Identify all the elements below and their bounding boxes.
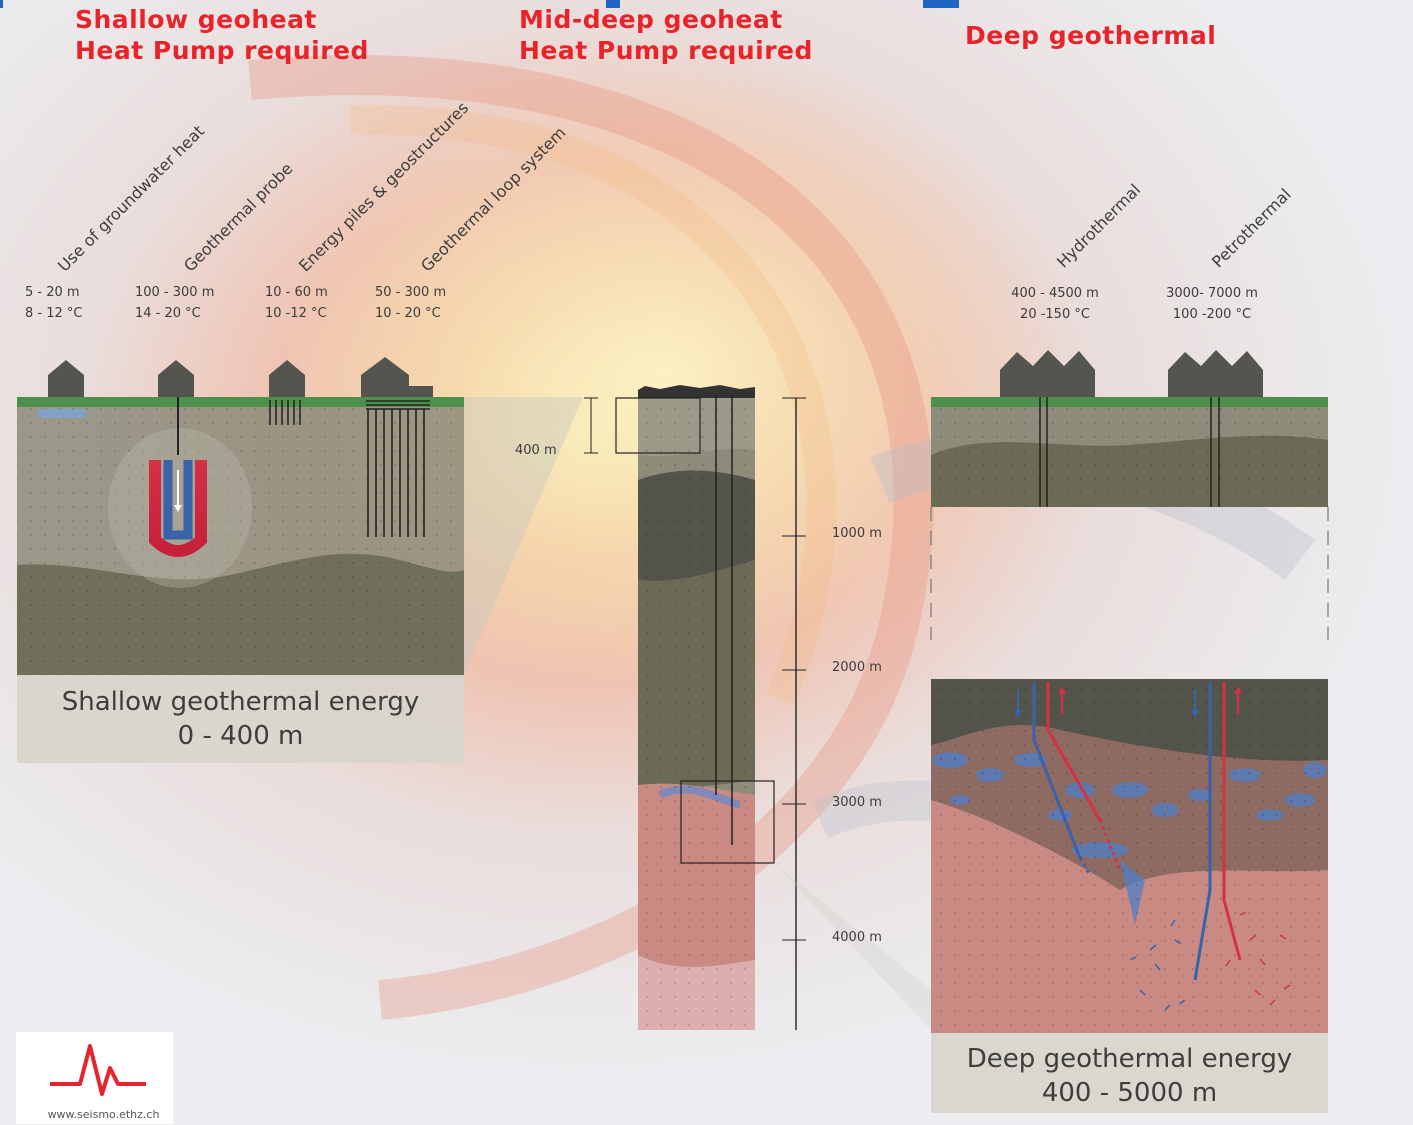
spec-temp: 10 -12 °C: [265, 306, 327, 321]
spec-temp: 8 - 12 °C: [25, 306, 83, 321]
seismo-logo[interactable]: www.seismo.ethz.ch: [16, 1032, 173, 1124]
spec-depth: 400 - 4500 m: [1011, 286, 1099, 301]
spec-temp: 100 -200 °C: [1172, 307, 1252, 322]
deep-header: Deep geothermal: [965, 21, 1217, 50]
depth-tick-2000: 2000 m: [832, 660, 882, 675]
logo-url: www.seismo.ethz.ch: [47, 1108, 160, 1121]
middeep-header-line2: Heat Pump required: [519, 36, 813, 65]
house-icons-shallow: [48, 357, 433, 397]
spec-petrothermal: 3000- 7000 m 100 -200 °C: [1159, 283, 1265, 325]
spec-temp: 10 - 20 °C: [375, 306, 441, 321]
shallow-header: Shallow geoheat Heat Pump required: [75, 4, 369, 66]
spec-depth: 100 - 300 m: [135, 285, 215, 300]
shallow-header-line2: Heat Pump required: [75, 36, 369, 65]
spec-probe: 100 - 300 m 14 - 20 °C: [135, 282, 214, 324]
spec-depth: 5 - 20 m: [25, 285, 80, 300]
deep-panel-range: 400 - 5000 m: [1041, 1078, 1218, 1108]
spec-loop-system: 50 - 300 m 10 - 20 °C: [375, 282, 446, 324]
spec-groundwater: 5 - 20 m 8 - 12 °C: [25, 282, 82, 324]
depth-tick-3000: 3000 m: [832, 795, 882, 810]
shallow-panel-caption: Shallow geothermal energy 0 - 400 m: [17, 685, 464, 753]
shallow-panel-title: Shallow geothermal energy: [61, 687, 420, 717]
depth-label-400: 400 m: [515, 443, 557, 458]
deep-panel-title: Deep geothermal energy: [966, 1044, 1293, 1074]
spec-temp: 14 - 20 °C: [135, 306, 201, 321]
spec-depth: 50 - 300 m: [375, 285, 447, 300]
house-icons-deep: [1000, 350, 1263, 397]
seismo-waveform-icon: [50, 1044, 146, 1096]
depth-tick-1000: 1000 m: [832, 526, 882, 541]
cropped-heading-fragment: [0, 0, 959, 8]
spec-hydrothermal: 400 - 4500 m 20 -150 °C: [1005, 283, 1105, 325]
middeep-header-line1: Mid-deep geoheat: [519, 5, 783, 34]
middeep-header: Mid-deep geoheat Heat Pump required: [519, 4, 813, 66]
spec-depth: 3000- 7000 m: [1166, 286, 1258, 301]
shallow-header-line1: Shallow geoheat: [75, 5, 317, 34]
depth-tick-4000: 4000 m: [832, 930, 882, 945]
deep-panel-caption: Deep geothermal energy 400 - 5000 m: [931, 1042, 1328, 1110]
spec-depth: 10 - 60 m: [265, 285, 328, 300]
spec-energy-piles: 10 - 60 m 10 -12 °C: [265, 282, 328, 324]
shallow-panel-range: 0 - 400 m: [177, 721, 304, 751]
spec-temp: 20 -150 °C: [1020, 307, 1090, 322]
